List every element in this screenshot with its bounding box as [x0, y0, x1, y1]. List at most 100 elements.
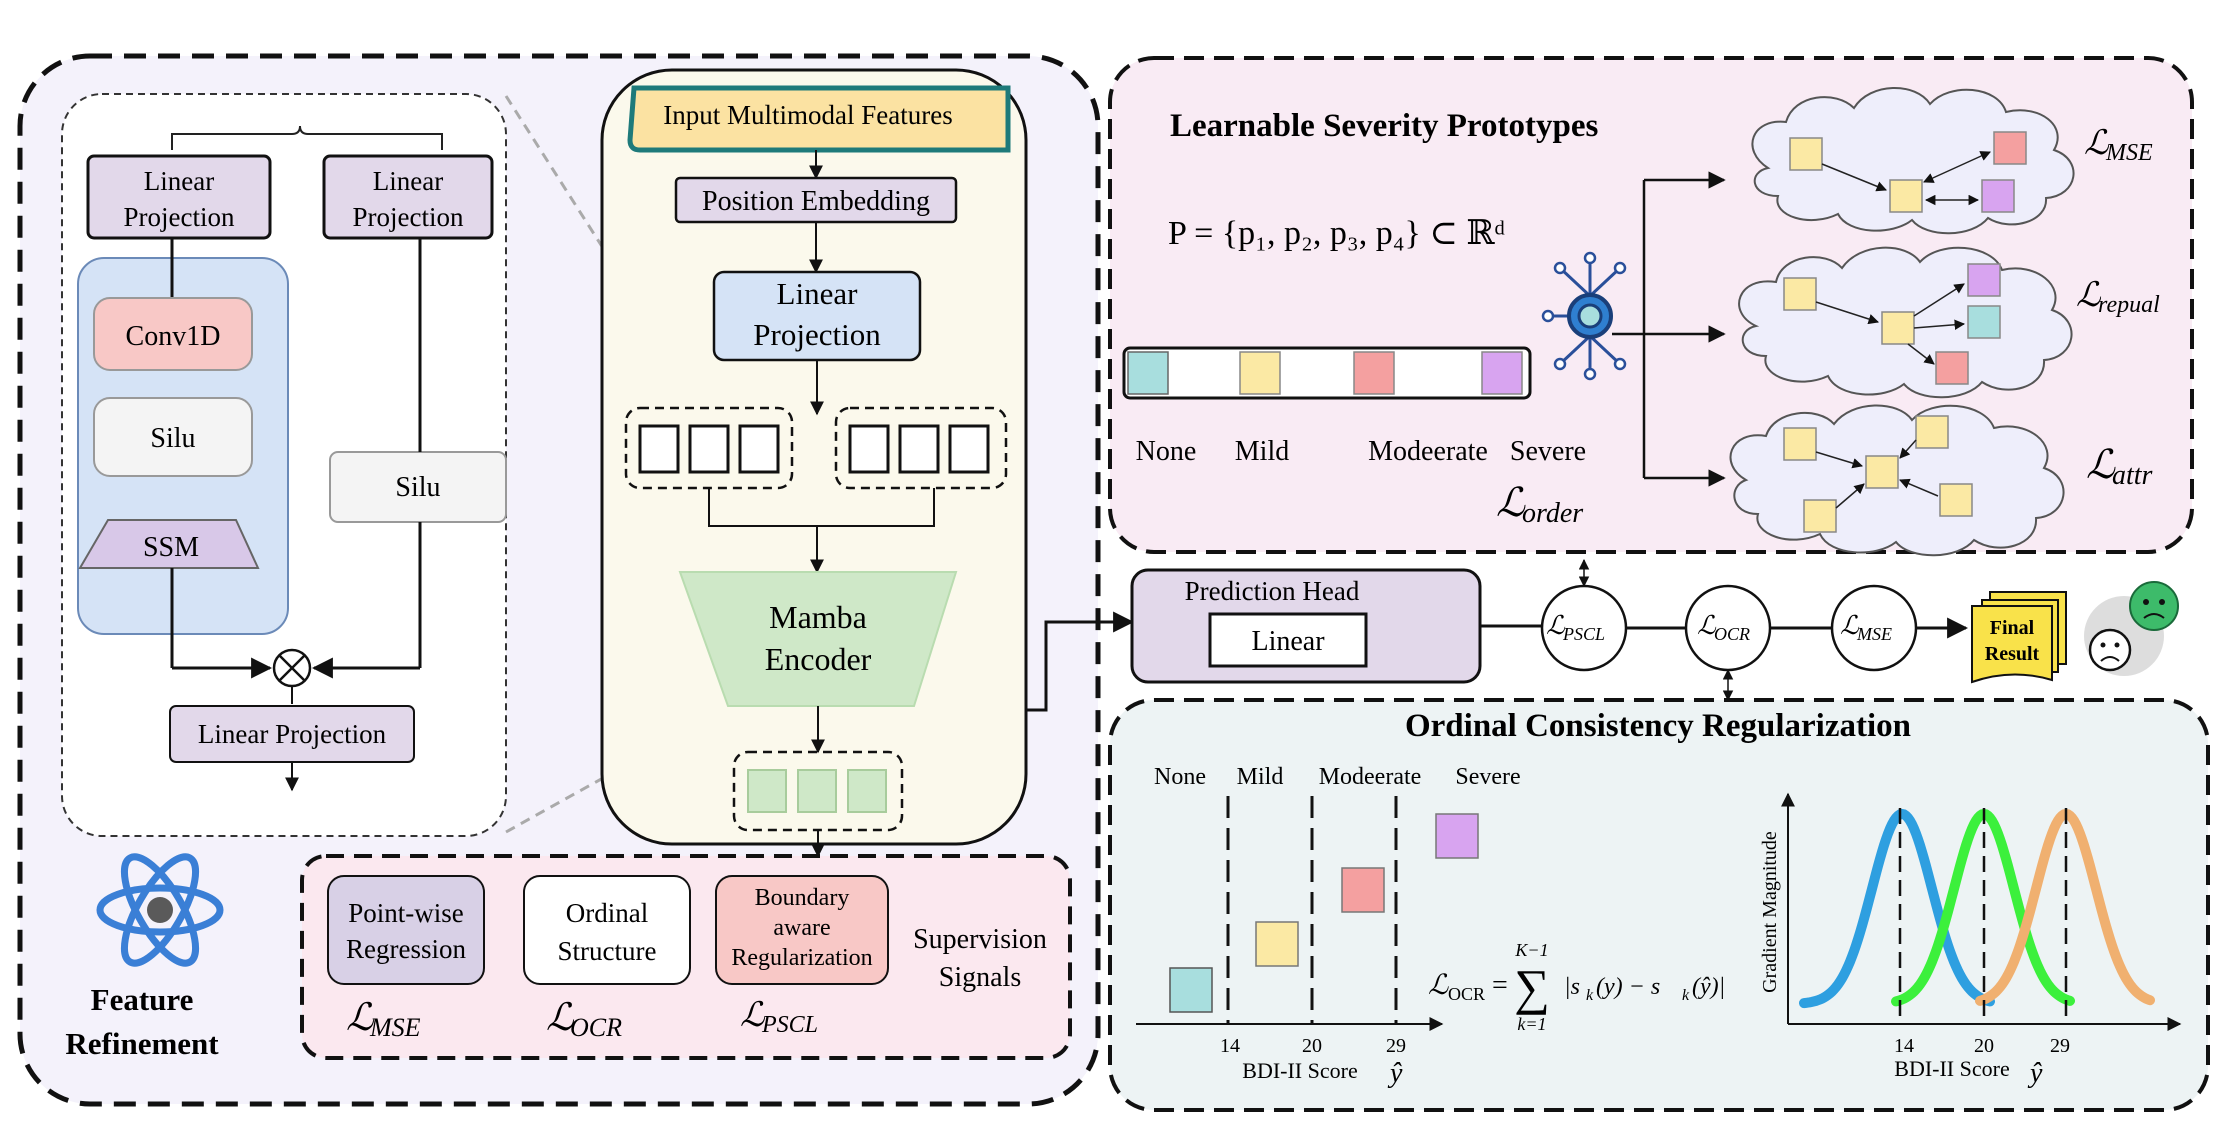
svg-text:MSE: MSE: [1856, 624, 1892, 644]
prediction-head: Prediction Head Linear: [1130, 568, 1482, 684]
silu-left-block: Silu: [93, 397, 253, 477]
silu-right-block: Silu: [329, 451, 507, 523]
supervision-signals-label-2: Signals: [939, 962, 1021, 993]
conv1d-block: Conv1D: [93, 297, 253, 371]
grad-tick-20: 20: [1974, 1035, 1994, 1057]
staircase-moderate: [1341, 867, 1385, 913]
svg-text:ℒ: ℒ: [2086, 442, 2116, 487]
svg-text:Regularization: Regularization: [731, 945, 872, 971]
ordinal-label-none: None: [1154, 764, 1206, 790]
ordinal-label-mild: Mild: [1237, 764, 1284, 790]
svg-text:Input Multimodal Features: Input Multimodal Features: [663, 100, 952, 130]
feature-refinement-title-1: Feature: [91, 982, 194, 1017]
loss-attr-cloud-label: ℒ attr: [2086, 442, 2153, 491]
svg-text:Prediction Head: Prediction Head: [1185, 576, 1360, 606]
split-brace: [171, 125, 443, 150]
proto-label-severe: Severe: [1510, 436, 1586, 467]
encoder-to-head-arrow: [1026, 611, 1135, 712]
cloud-repual: [1738, 246, 2073, 399]
svg-text:Linear: Linear: [373, 166, 443, 196]
svg-text:∑: ∑: [1514, 959, 1550, 1015]
emotion-faces-icon: [2084, 581, 2179, 676]
svg-text:k=1: k=1: [1517, 1014, 1546, 1034]
linear-projection-bottom: Linear Projection: [169, 705, 415, 763]
svg-text:(ŷ)|: (ŷ)|: [1692, 974, 1725, 1000]
position-embedding-box: Position Embedding: [674, 176, 958, 224]
svg-text:|s: |s: [1564, 974, 1580, 1000]
ssm-block: SSM: [78, 519, 260, 569]
ordinal-regularization-title: Ordinal Consistency Regularization: [1405, 708, 1911, 744]
svg-text:OCR: OCR: [1714, 624, 1750, 644]
node-mse: ℒ MSE: [1830, 584, 1918, 672]
svg-text:Silu: Silu: [150, 423, 195, 454]
tick-14: 14: [1220, 1035, 1240, 1057]
ordinal-structure-box: Ordinal Structure: [523, 875, 691, 985]
svg-text:Linear: Linear: [144, 166, 214, 196]
staircase-mild: [1255, 921, 1299, 967]
zoom-line-bottom: [505, 702, 737, 834]
input-features-box: Input Multimodal Features: [627, 85, 1011, 153]
svg-text:Projection: Projection: [753, 317, 881, 352]
score-axis-label: BDI-II Score: [1242, 1058, 1357, 1083]
node-ocr: ℒ OCR: [1684, 584, 1772, 672]
staircase-severe: [1435, 813, 1479, 859]
loss-repual-cloud-label: ℒ repual: [2076, 277, 2160, 318]
proto-label-moderate: Modeerate: [1368, 436, 1488, 467]
svg-text:Linear: Linear: [1251, 626, 1325, 657]
svg-text:ℒ: ℒ: [2076, 277, 2102, 314]
prototypes-formula: P = {p₁, p₂, p₃, p₄} ⊂ ℝᵈ: [1168, 215, 1505, 252]
svg-text:Linear Projection: Linear Projection: [198, 719, 387, 749]
loss-ocr-label: ℒ OCR: [546, 997, 622, 1042]
svg-text:ℒ: ℒ: [1428, 970, 1449, 1001]
svg-text:ℒ: ℒ: [2084, 125, 2110, 162]
svg-text:repual: repual: [2098, 292, 2160, 318]
svg-text:Projection: Projection: [353, 202, 464, 232]
svg-text:PSCL: PSCL: [1562, 624, 1605, 644]
yhat-label: ŷ: [1387, 1058, 1403, 1089]
svg-text:K−1: K−1: [1514, 940, 1548, 960]
loss-mse-cloud-label: ℒ MSE: [2084, 125, 2153, 166]
svg-text:aware: aware: [773, 915, 830, 941]
svg-text:MSE: MSE: [2105, 140, 2153, 166]
ocr-formula: ℒ OCR = ∑ K−1 k=1 |s k (y) − s k (ŷ)|: [1428, 940, 1725, 1034]
prototype-bar: [1122, 346, 1532, 400]
multiply-operator: [272, 648, 312, 688]
svg-text:Position Embedding: Position Embedding: [702, 186, 930, 217]
svg-text:Projection: Projection: [124, 202, 235, 232]
prototypes-title: Learnable Severity Prototypes: [1170, 108, 1598, 144]
linear-projection-left: Linear Projection: [86, 154, 272, 240]
boundary-regularization-box: Boundary aware Regularization: [715, 875, 889, 985]
svg-text:ℒ: ℒ: [1840, 611, 1860, 640]
grad-tick-14: 14: [1894, 1035, 1914, 1057]
svg-text:(y) − s: (y) − s: [1596, 974, 1660, 1000]
gradient-ylabel: Gradient Magnitude: [1759, 831, 1781, 993]
node-pscl: ℒ PSCL: [1540, 584, 1628, 672]
feature-refinement-title-2: Refinement: [65, 1026, 219, 1061]
svg-text:ℒ: ℒ: [1546, 611, 1566, 640]
svg-text:Result: Result: [1985, 643, 2040, 665]
svg-text:Final: Final: [1990, 617, 2035, 639]
svg-text:order: order: [1522, 498, 1583, 529]
svg-text:SSM: SSM: [143, 532, 199, 563]
loss-order-label: ℒ order: [1496, 480, 1583, 529]
svg-text:Mamba: Mamba: [769, 599, 867, 635]
svg-text:attr: attr: [2112, 460, 2153, 491]
tick-29: 29: [1386, 1035, 1406, 1057]
ordinal-regularization-panel: [1108, 698, 2210, 1112]
proto-label-mild: Mild: [1235, 436, 1289, 467]
svg-text:Conv1D: Conv1D: [126, 321, 221, 352]
mamba-encoder: Mamba Encoder: [678, 571, 958, 707]
supervision-signals-label-1: Supervision: [913, 924, 1047, 955]
svg-text:Encoder: Encoder: [765, 641, 872, 677]
grad-xlabel: BDI-II Score: [1894, 1056, 2009, 1081]
svg-text:k: k: [1586, 987, 1594, 1004]
svg-text:Ordinal: Ordinal: [566, 898, 648, 928]
svg-text:k: k: [1682, 987, 1690, 1004]
cloud-attr: [1729, 404, 2065, 557]
svg-text:Silu: Silu: [395, 472, 440, 503]
svg-text:ℒ: ℒ: [346, 997, 375, 1039]
staircase-none: [1169, 967, 1213, 1013]
pointwise-regression-box: Point-wise Regression: [327, 875, 485, 985]
